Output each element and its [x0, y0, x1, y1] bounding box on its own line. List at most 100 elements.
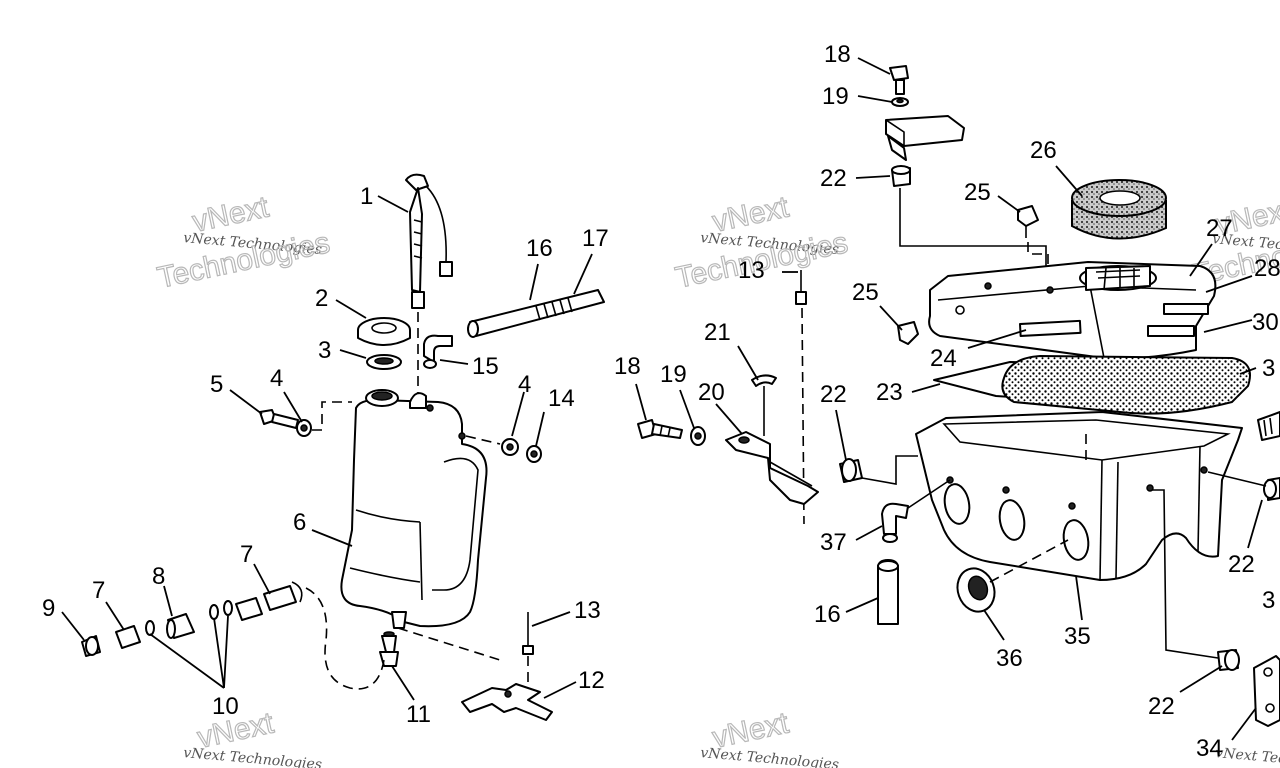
callout-3: 3 — [318, 337, 331, 364]
callout-8: 8 — [152, 563, 165, 590]
callout-19-top: 19 — [822, 83, 849, 110]
part-22-grommet-left — [839, 458, 863, 483]
part-4-washer-left — [296, 419, 312, 437]
part-13-bolt-upper — [795, 270, 807, 305]
callout-35: 35 — [1064, 623, 1091, 650]
callout-9: 9 — [42, 595, 55, 622]
callout-20: 20 — [698, 379, 725, 406]
callout-16-right: 16 — [814, 601, 841, 628]
callout-13-lower: 13 — [574, 597, 601, 624]
callout-14: 14 — [548, 385, 575, 412]
callout-22-right: 22 — [1228, 551, 1255, 578]
part-34-bracket — [1253, 655, 1280, 727]
callout-22-top: 22 — [820, 165, 847, 192]
svg-text:vNext Technologies: vNext Technologies — [183, 745, 323, 768]
part-18-bolt-left — [637, 419, 683, 439]
axis-box-to-grommet-right — [1207, 471, 1267, 487]
part-22-grommet-top — [891, 165, 911, 187]
callout-26: 26 — [1030, 137, 1057, 164]
part-21-clip — [751, 374, 777, 387]
part-19-washer-top — [891, 97, 909, 107]
part-1-vent-rod — [405, 173, 453, 309]
watermark-br: vNext Technologies — [1215, 745, 1280, 768]
part-22-grommet-right — [1263, 477, 1280, 501]
svg-text:vNext Technologies: vNext Technologies — [700, 745, 840, 768]
callout-6: 6 — [293, 509, 306, 536]
callout-10: 10 — [212, 693, 239, 720]
watermark-tl: vNext vNext Technologies Technologies — [154, 190, 333, 296]
callout-5: 5 — [210, 371, 223, 398]
part-4-washer-right — [501, 438, 519, 456]
axis-bolt-to-tank — [312, 401, 352, 431]
axis-box-to-grommet-bottom — [1152, 489, 1219, 659]
callout-2: 2 — [315, 285, 328, 312]
part-16-breather-hose — [877, 559, 899, 625]
watermark-bm: vNext vNext Technologies — [700, 706, 840, 768]
top-mount-bracket — [885, 115, 965, 161]
axis-tank-to-bracket — [397, 627, 501, 661]
callout-18-top: 18 — [824, 41, 851, 68]
callout-15: 15 — [472, 353, 499, 380]
callout-17: 17 — [582, 225, 609, 252]
part-3-cap-gasket — [366, 354, 402, 370]
part-13-bolt-lower — [522, 612, 534, 655]
callout-21: 21 — [704, 319, 731, 346]
callout-13-upper: 13 — [738, 257, 765, 284]
callout-28: 28 — [1254, 255, 1280, 282]
part-19-washer-left — [690, 426, 706, 446]
right-edge-part — [1257, 411, 1280, 441]
part-25-clip-left — [897, 321, 919, 345]
part-22-grommet-bottom — [1217, 649, 1240, 671]
leader-lines — [61, 57, 1263, 741]
part-6-fuel-tank — [340, 389, 488, 629]
callout-25-left: 25 — [852, 279, 879, 306]
callout-30: 30 — [1252, 309, 1279, 336]
part-35-air-box-body — [915, 411, 1243, 581]
part-7-hose-left — [115, 625, 141, 649]
callout-4-right: 4 — [518, 371, 531, 398]
part-31-filter-element — [1001, 354, 1251, 415]
part-11-outlet-fitting — [379, 631, 399, 667]
part-20-mount-bracket — [725, 431, 819, 505]
part-14-nut — [526, 445, 542, 463]
callout-25-top: 25 — [964, 179, 991, 206]
callout-22-left: 22 — [820, 381, 847, 408]
part-5-bolt — [259, 409, 299, 429]
callout-3x-partial: 3 — [1262, 587, 1275, 614]
callout-7-left: 7 — [92, 577, 105, 604]
watermark-group: vNext vNext Technologies Technologies vN… — [154, 190, 1280, 768]
callout-labels: 1 2 3 4 4 5 6 7 7 8 9 10 11 12 13 13 14 … — [42, 41, 1280, 762]
air-box-lid — [928, 261, 1217, 360]
part-36-rubber-boot — [956, 567, 996, 613]
part-37-elbow — [881, 502, 909, 543]
callout-18-left: 18 — [614, 353, 641, 380]
axis-boot-to-box — [989, 539, 1069, 583]
part-25-clip-top — [1017, 205, 1039, 238]
axis-clip-to-lid — [1027, 242, 1049, 268]
callout-27: 27 — [1206, 215, 1233, 242]
callout-11: 11 — [406, 701, 431, 728]
part-9-clamp-end — [81, 635, 101, 657]
callout-23: 23 — [876, 379, 903, 406]
callout-31-partial: 3 — [1262, 355, 1275, 382]
watermark-tm: vNext vNext Technologies Technologies — [672, 190, 851, 296]
axis-tank-to-washer — [465, 435, 501, 445]
part-2-fuel-cap — [357, 317, 411, 346]
callout-12: 12 — [578, 667, 605, 694]
part-26-foam-filter — [1071, 179, 1167, 240]
callout-16-left: 16 — [526, 235, 553, 262]
axis-grommet-to-box — [899, 188, 1047, 270]
part-15-elbow-fitting — [423, 334, 453, 369]
axis-grommet-to-box-left — [861, 455, 918, 485]
callout-34: 34 — [1196, 735, 1223, 762]
callout-24: 24 — [930, 345, 957, 372]
fuel-tank-assembly — [81, 173, 605, 721]
air-box-assembly — [637, 65, 1280, 727]
part-16-17-fuel-hose — [467, 289, 605, 338]
callout-4-left: 4 — [270, 365, 283, 392]
callout-7-right: 7 — [240, 541, 253, 568]
callout-36: 36 — [996, 645, 1023, 672]
callout-22-bottom: 22 — [1148, 693, 1175, 720]
watermark-bl: vNext vNext Technologies — [183, 706, 323, 768]
